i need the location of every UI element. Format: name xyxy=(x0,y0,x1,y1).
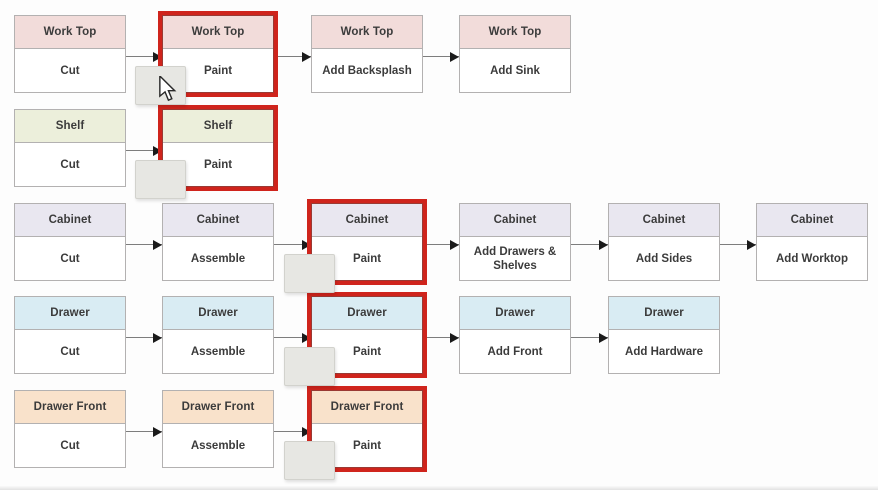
card-title: Work Top xyxy=(460,16,570,49)
flow-arrow-work-top-2 xyxy=(274,51,311,62)
card-title: Cabinet xyxy=(757,204,867,237)
flow-arrow-cabinet-2 xyxy=(274,239,311,250)
card-step-label: Add Drawers & Shelves xyxy=(473,246,557,272)
flow-arrow-cabinet-5 xyxy=(720,239,756,250)
card-step-label: Cut xyxy=(60,439,80,452)
card-title: Drawer Front xyxy=(15,391,125,424)
card-title: Cabinet xyxy=(15,204,125,237)
card-title: Work Top xyxy=(312,16,422,49)
card-title: Shelf xyxy=(163,110,273,143)
sticky-note-drawer-front[interactable] xyxy=(284,441,335,480)
arrowhead-icon xyxy=(153,145,162,156)
card-title: Drawer Front xyxy=(163,391,273,424)
arrowhead-icon xyxy=(153,239,162,250)
card-title: Cabinet xyxy=(312,204,422,237)
card-title: Cabinet xyxy=(460,204,570,237)
card-step-label: Cut xyxy=(60,252,80,265)
card-step-label: Add Backsplash xyxy=(322,64,412,77)
flow-arrow-work-top-3 xyxy=(423,51,459,62)
card-step-label: Add Hardware xyxy=(625,345,703,358)
card-step-label: Cut xyxy=(60,158,80,171)
card-title: Cabinet xyxy=(163,204,273,237)
arrowhead-icon xyxy=(302,239,311,250)
card-title: Drawer xyxy=(15,297,125,330)
arrowhead-icon xyxy=(302,426,311,437)
card-step-label: Add Worktop xyxy=(776,252,848,265)
card-step-label: Paint xyxy=(352,252,382,265)
arrowhead-icon xyxy=(302,51,311,62)
card-step-label: Add Sides xyxy=(635,252,693,265)
card-step-label: Assemble xyxy=(190,252,246,265)
arrowhead-icon xyxy=(450,239,459,250)
flow-arrow-drawer-3 xyxy=(423,332,459,343)
card-step-label: Assemble xyxy=(190,345,246,358)
card-title: Drawer xyxy=(312,297,422,330)
flow-arrow-cabinet-3 xyxy=(423,239,459,250)
card-step-label: Assemble xyxy=(190,439,246,452)
card-step-label: Paint xyxy=(352,439,382,452)
sticky-note-drawer[interactable] xyxy=(284,347,335,386)
flow-arrow-drawer-1 xyxy=(126,332,162,343)
card-step-label: Add Front xyxy=(487,345,543,358)
arrowhead-icon xyxy=(747,239,756,250)
arrowhead-icon xyxy=(153,51,162,62)
sticky-note-shelf[interactable] xyxy=(135,160,186,199)
card-title: Work Top xyxy=(15,16,125,49)
flow-arrow-shelf-1 xyxy=(126,145,162,156)
card-step-label: Paint xyxy=(203,158,233,171)
bottom-edge-divider xyxy=(0,486,878,490)
card-title: Drawer xyxy=(460,297,570,330)
flow-arrow-work-top-1 xyxy=(126,51,162,62)
card-step-label: Paint xyxy=(352,345,382,358)
mouse-cursor xyxy=(159,76,177,102)
flow-arrow-cabinet-4 xyxy=(571,239,608,250)
card-title: Cabinet xyxy=(609,204,719,237)
arrowhead-icon xyxy=(302,332,311,343)
card-title: Drawer Front xyxy=(312,391,422,424)
card-title: Shelf xyxy=(15,110,125,143)
card-step-label: Cut xyxy=(60,345,80,358)
arrowhead-icon xyxy=(599,239,608,250)
card-title: Drawer xyxy=(163,297,273,330)
arrowhead-icon xyxy=(153,332,162,343)
flow-arrow-cabinet-1 xyxy=(126,239,162,250)
arrowhead-icon xyxy=(599,332,608,343)
sticky-note-cabinet[interactable] xyxy=(284,254,335,293)
arrowhead-icon xyxy=(450,332,459,343)
arrowhead-icon xyxy=(153,426,162,437)
card-step-label: Cut xyxy=(60,64,80,77)
flow-arrow-drawer-2 xyxy=(274,332,311,343)
card-title: Work Top xyxy=(163,16,273,49)
arrowhead-icon xyxy=(450,51,459,62)
flow-arrow-drawer-4 xyxy=(571,332,608,343)
card-title: Drawer xyxy=(609,297,719,330)
flow-arrow-drawer-front-2 xyxy=(274,426,311,437)
flow-arrow-drawer-front-1 xyxy=(126,426,162,437)
card-step-label: Paint xyxy=(203,64,233,77)
card-step-label: Add Sink xyxy=(490,64,540,77)
